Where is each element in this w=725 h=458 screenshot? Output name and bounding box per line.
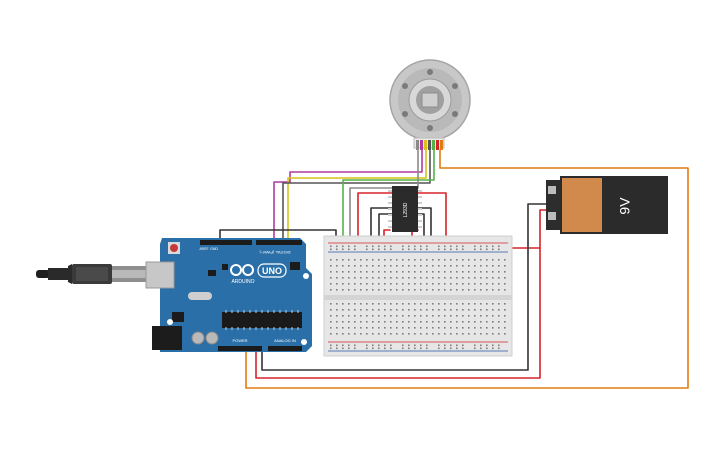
wire-black-ic-left2[interactable] — [378, 213, 393, 241]
digital-header-1 — [200, 240, 252, 245]
capacitor-1 — [191, 331, 205, 345]
wire-battery-red[interactable] — [505, 209, 547, 249]
arduino-uno[interactable]: UNO ARDUINO DIGITAL (PWM~) POWER ANALOG … — [145, 238, 312, 352]
wires — [219, 149, 689, 389]
wire-gray[interactable] — [349, 149, 419, 239]
wire-black-ic-right[interactable] — [417, 207, 432, 241]
arduino-brand: ARDUINO — [231, 279, 254, 285]
wire-black-ic-left[interactable] — [370, 207, 393, 241]
motor-driver-ic[interactable]: L293D — [388, 186, 422, 232]
breadboard-holes — [330, 245, 506, 350]
capacitor-2 — [205, 331, 219, 345]
aref-label: AREF — [199, 247, 208, 251]
battery-label: 9V — [617, 197, 633, 215]
atmega-chip — [222, 312, 302, 328]
wire-battery-black[interactable] — [261, 203, 547, 371]
gnd-label: GND — [210, 247, 218, 251]
wire-red-ic[interactable] — [357, 192, 447, 241]
usb-cable — [36, 264, 146, 284]
uno-logo: UNO — [262, 266, 282, 276]
battery-9v[interactable]: 9V — [546, 176, 668, 234]
digital-header-2 — [256, 240, 302, 245]
usb-jack — [145, 261, 175, 289]
wire-red-bottom[interactable] — [255, 247, 541, 379]
wire-black-top[interactable] — [219, 229, 337, 241]
wire-yellow[interactable] — [287, 149, 427, 241]
arduino-logo-icon — [230, 264, 254, 276]
wire-magenta[interactable] — [273, 149, 423, 241]
analog-header — [268, 346, 302, 351]
wire-dark-1[interactable] — [282, 149, 431, 241]
power-header — [218, 346, 262, 351]
analog-label: ANALOG IN — [274, 338, 296, 343]
power-label: POWER — [232, 338, 247, 343]
dc-motor[interactable] — [389, 59, 471, 150]
driver-ic-label: L293D — [403, 202, 409, 217]
battery-body-copper — [562, 178, 602, 232]
breadboard[interactable] — [323, 235, 513, 357]
wire-green[interactable] — [342, 149, 435, 239]
digital-label: DIGITAL (PWM~) — [259, 250, 291, 255]
power-jack — [152, 326, 182, 350]
wire-orange-motor-power[interactable] — [245, 149, 689, 389]
